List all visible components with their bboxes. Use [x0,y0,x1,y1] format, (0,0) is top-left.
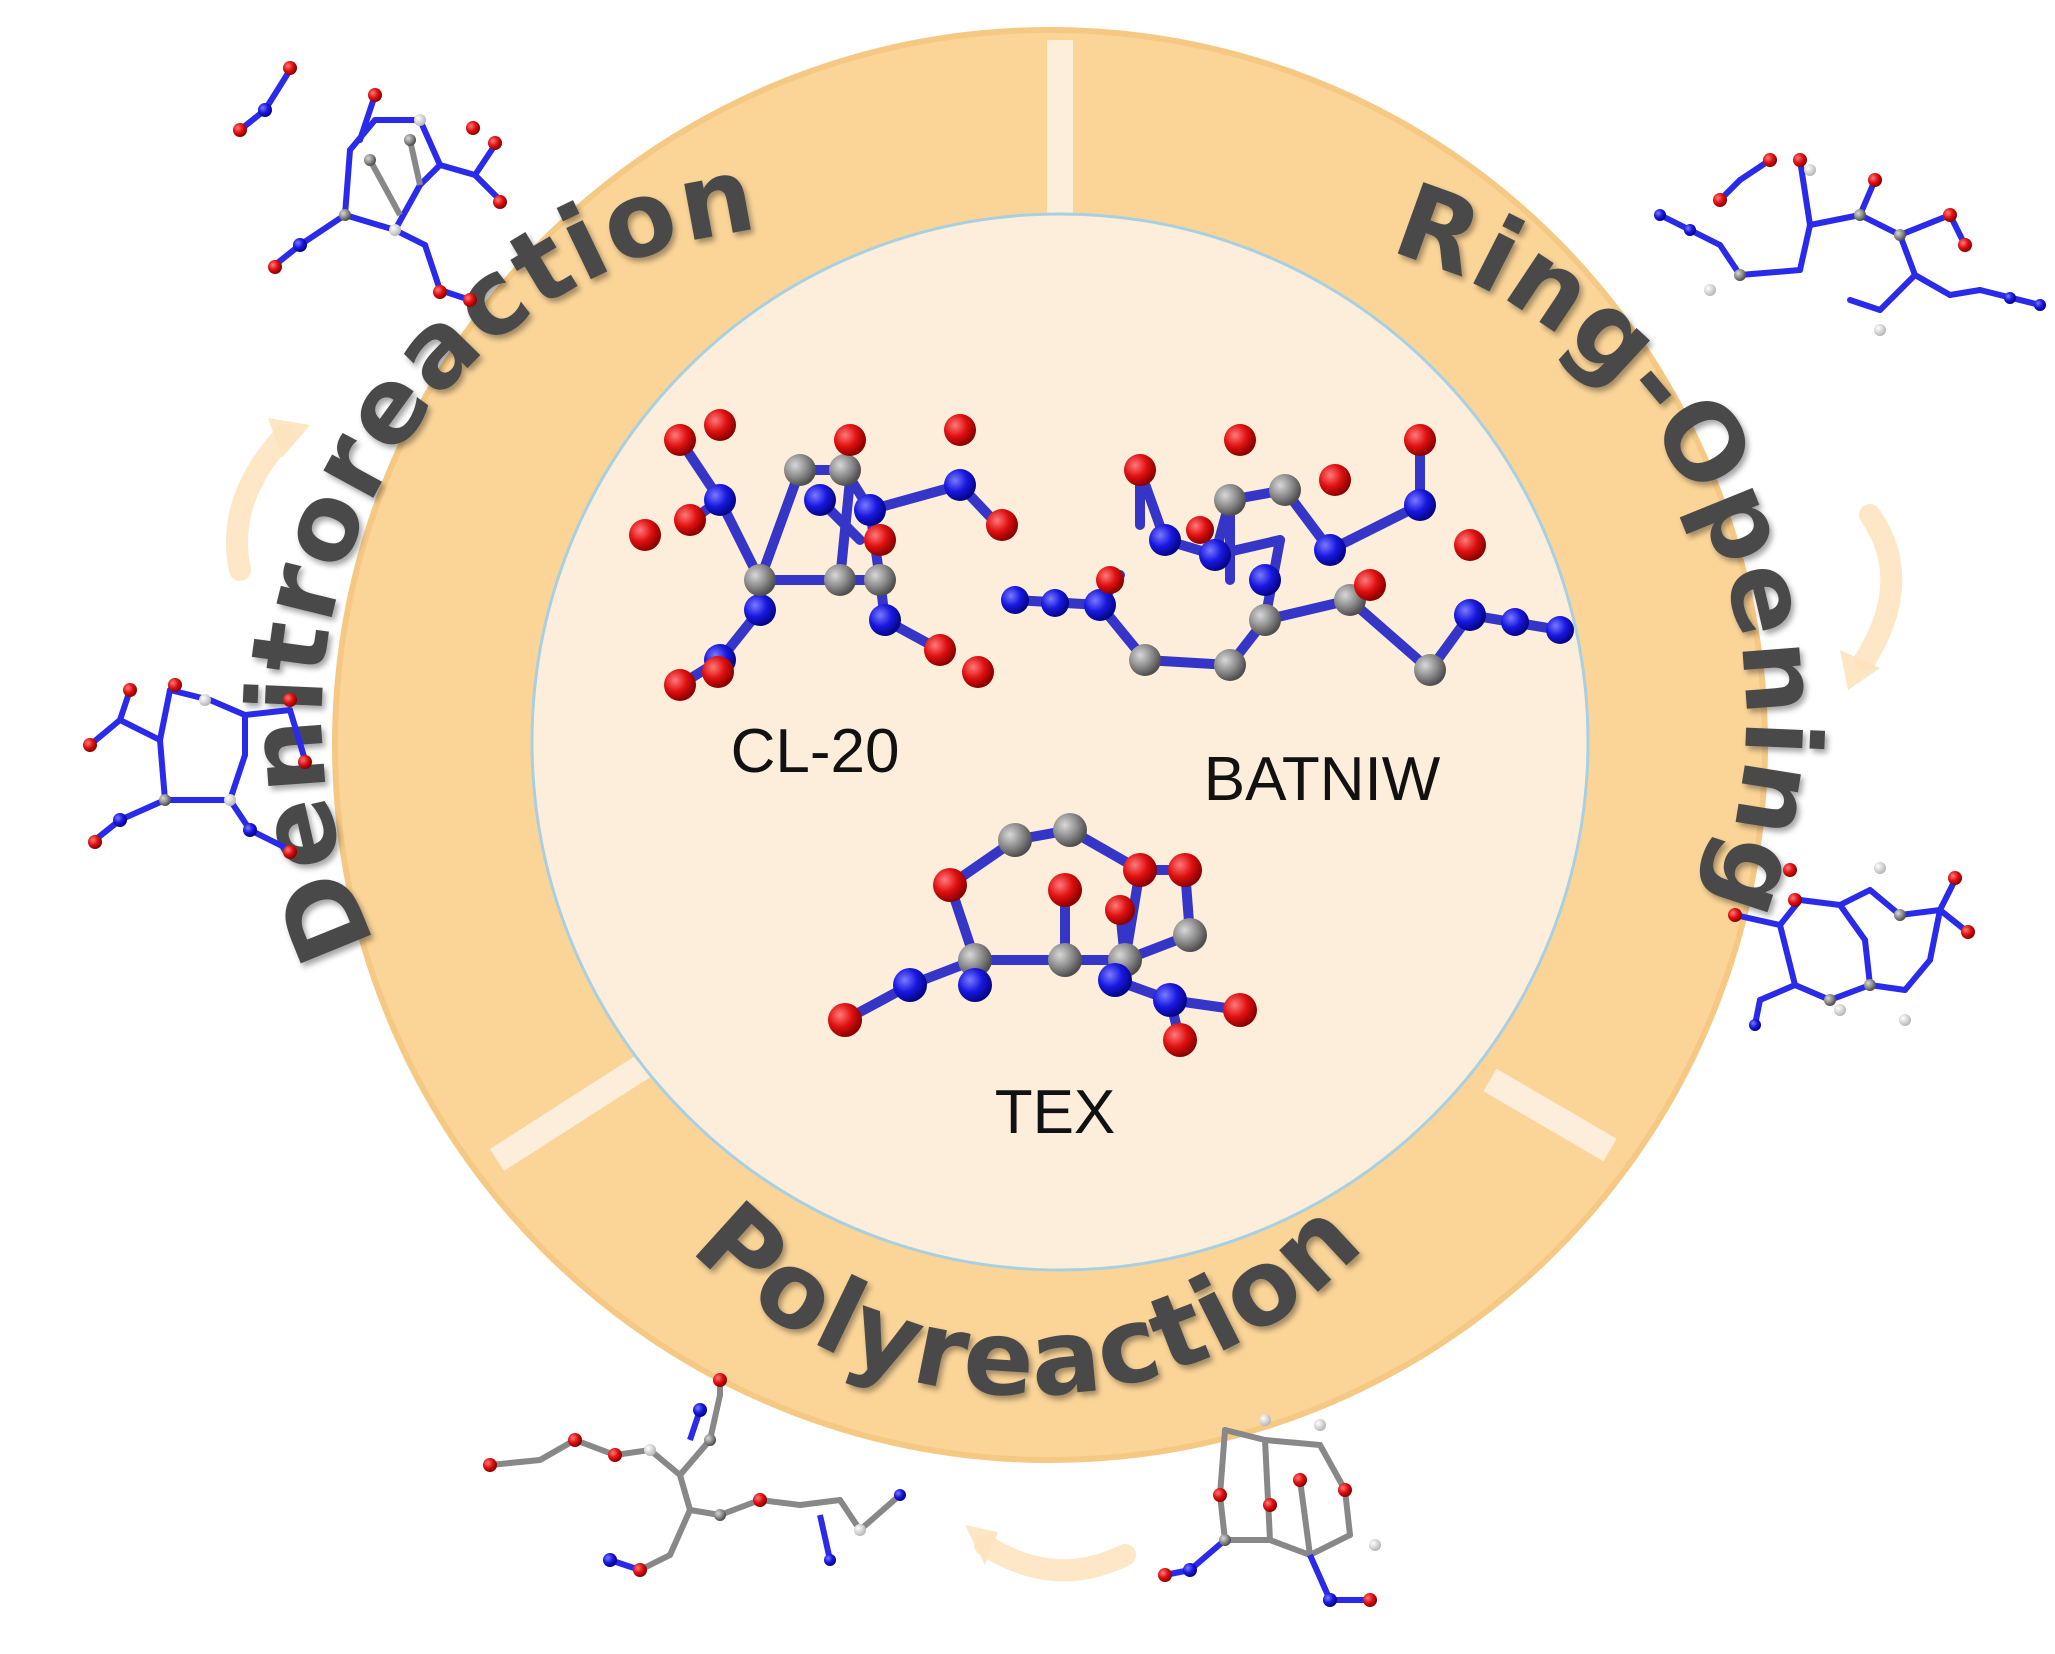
molecule-polymer-fragment [483,1373,906,1577]
arrow-left-cycle [226,424,296,581]
molecule-ring-opened-batniw [1654,153,2046,336]
molecule-batniw [1001,424,1574,686]
divider-right [1483,1068,1617,1162]
molecule-cl20 [629,409,1018,701]
label-tex: TEX [995,1078,1116,1147]
label-cl20: CL-20 [731,717,900,786]
molecule-denitro-product [233,61,507,307]
arrow-right-cycle [1854,504,1903,671]
molecule-cl20-small [83,678,312,859]
molecule-batniw-variant [1728,862,1975,1031]
molecule-tex-variant [1158,1414,1381,1607]
molecule-tex [828,813,1257,1057]
ring-dividers [489,40,1617,1171]
arrowhead-bottom [965,1525,998,1565]
arrow-bottom-cycle [974,1534,1136,1582]
arrowhead-left [268,418,310,458]
label-batniw: BATNIW [1204,745,1441,814]
arrowhead-right [1840,650,1880,690]
divider-left [489,1054,653,1171]
